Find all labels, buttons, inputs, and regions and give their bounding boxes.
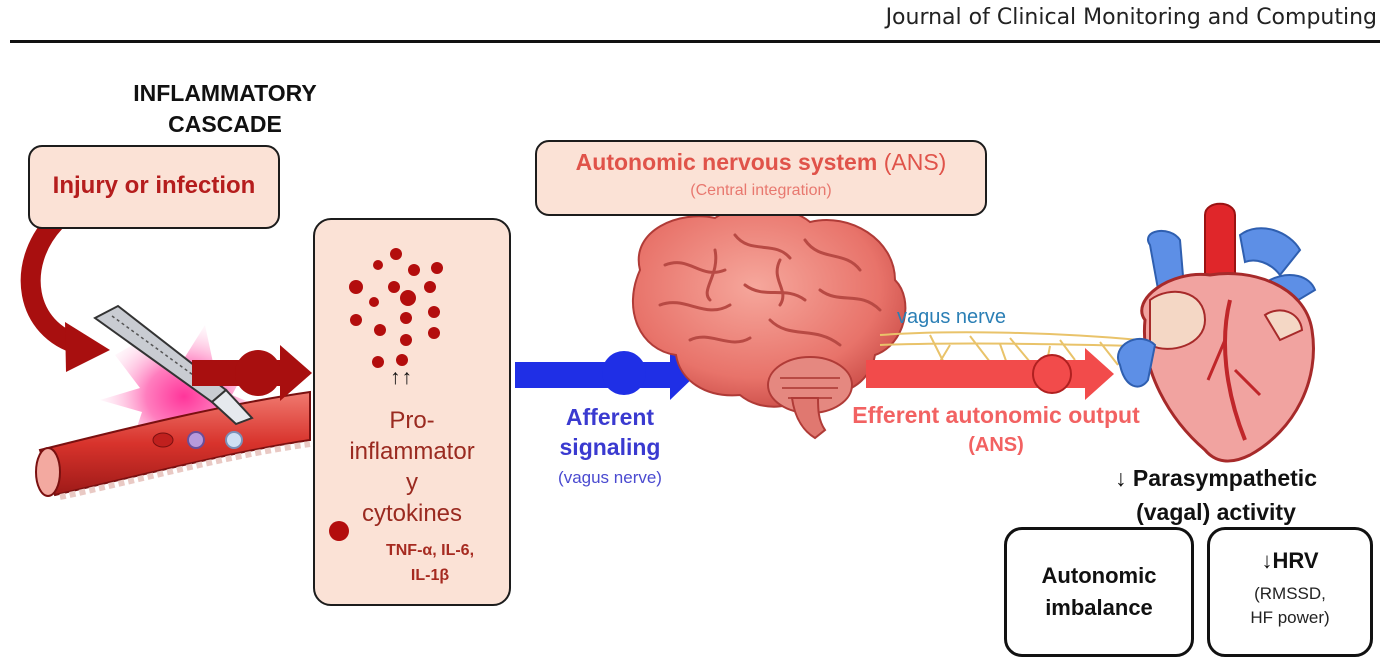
afferent-label-line2: signaling [559, 434, 661, 460]
injury-label: Injury or infection [52, 172, 256, 199]
imbalance-line2: imbalance [1045, 595, 1153, 620]
heart-icon [1117, 202, 1317, 463]
efferent-sub: (ANS) [968, 434, 1024, 456]
cytokine-label-line3: y [406, 469, 418, 496]
cascade-title: INFLAMMATORY CASCADE [110, 78, 340, 140]
imbalance-label: Autonomic imbalance [1004, 560, 1194, 624]
afferent-label-line1: Afferent [565, 404, 655, 430]
efferent-arrow [866, 348, 1114, 400]
afferent-sub: (vagus nerve) [558, 468, 662, 487]
ans-box [535, 140, 987, 216]
cytokine-examples-line2: IL-1β [410, 567, 450, 584]
cascade-title-line2: CASCADE [168, 111, 282, 137]
imbalance-box [1004, 527, 1194, 657]
efferent-label: Efferent autonomic output [852, 402, 1140, 428]
parasympathetic-line2: (vagal) activity [1136, 499, 1296, 525]
ans-title-bold: Autonomic nervous system [575, 149, 878, 175]
journal-title: Journal of Clinical Monitoring and Compu… [885, 5, 1377, 30]
injury-to-cytokine-arrow [192, 345, 312, 401]
cytokine-label-line2: inflammator [349, 438, 475, 465]
cytokine-examples: TNF-α, IL-6, IL-1β [350, 538, 510, 588]
hrv-title: ↓HRV [1261, 548, 1319, 573]
vagus-nerve-label: vagus nerve [897, 306, 1006, 328]
cytokine-label-line4: cytokines [361, 500, 463, 527]
afferent-arrow [515, 350, 696, 400]
cytokine-box [313, 218, 511, 606]
hrv-sub-line1: (RMSSD, [1254, 584, 1326, 603]
cytokine-examples-line1: TNF-α, IL-6, [385, 542, 475, 559]
ans-title-abbr: (ANS) [877, 149, 947, 175]
injury-curved-arrow [20, 212, 110, 372]
ans-title: Autonomic nervous system (ANS) [535, 149, 987, 176]
hrv-box [1207, 527, 1373, 657]
hrv-sub: (RMSSD, HF power) [1207, 582, 1373, 630]
afferent-label: Afferent signaling [540, 402, 680, 462]
parasympathetic-label: ↓ Parasympathetic (vagal) activity [1085, 461, 1347, 529]
cytokine-label: Pro- inflammator y cytokines [313, 405, 511, 529]
ans-subtitle: (Central integration) [690, 182, 832, 199]
hrv-sub-line2: HF power) [1250, 608, 1330, 627]
imbalance-line1: Autonomic [1041, 563, 1157, 588]
cytokine-label-line1: Pro- [389, 407, 435, 434]
cascade-title-line1: INFLAMMATORY [133, 80, 317, 106]
parasympathetic-line1: ↓ Parasympathetic [1115, 465, 1317, 491]
injury-box [28, 145, 280, 229]
increase-arrows: ↑↑ [390, 366, 413, 389]
header-rule [10, 40, 1380, 43]
brain-icon [631, 205, 907, 440]
